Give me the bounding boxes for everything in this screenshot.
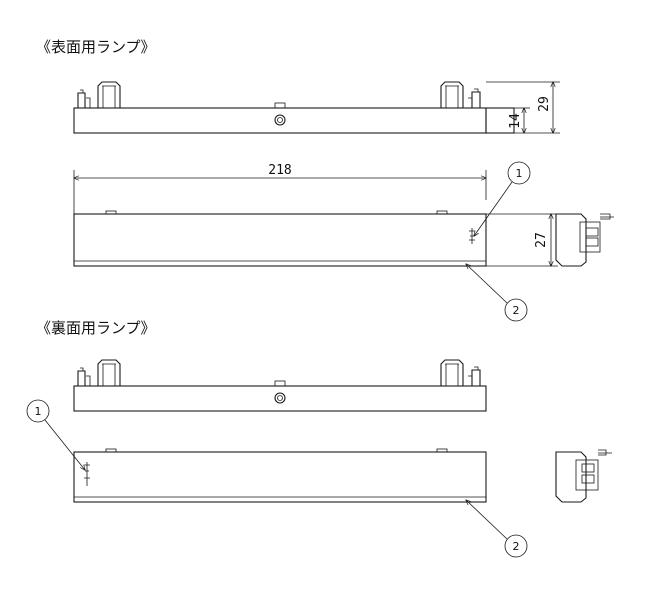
back-callout-1: 1 <box>26 399 85 470</box>
back-side-body <box>555 451 587 503</box>
back-section-title: 《裏面用ランプ》 <box>36 319 156 337</box>
front-right-clip <box>440 81 464 108</box>
svg-text:1: 1 <box>516 167 523 180</box>
front-top-view <box>73 81 515 134</box>
front-elevation-view <box>73 210 487 267</box>
back-right-connector <box>471 369 481 386</box>
front-callout-2: 2 <box>466 264 528 322</box>
front-left-clip <box>97 81 121 108</box>
front-screw <box>274 114 286 126</box>
back-top-body <box>73 385 487 412</box>
svg-text:2: 2 <box>513 304 520 317</box>
front-vertical-dimensions: 14 29 <box>486 82 560 133</box>
back-screw <box>274 392 286 404</box>
front-right-connector <box>471 91 481 108</box>
front-height-dimension: 27 <box>486 214 558 266</box>
front-callout-1: 1 <box>474 161 531 236</box>
front-side-view <box>555 213 614 267</box>
back-side-view <box>555 449 612 503</box>
back-elevation-body <box>73 451 487 503</box>
svg-text:1: 1 <box>35 405 42 418</box>
svg-text:2: 2 <box>513 540 520 553</box>
back-elevation-view <box>73 448 487 503</box>
back-left-clip <box>97 359 121 386</box>
front-left-connector <box>77 92 86 108</box>
back-led-symbol <box>84 462 90 486</box>
dim-27-label: 27 <box>534 232 549 248</box>
front-top-end-block <box>485 107 515 134</box>
back-callout-2: 2 <box>466 500 528 558</box>
front-elevation-body <box>73 213 487 267</box>
front-section-title: 《表面用ランプ》 <box>36 38 156 56</box>
back-right-clip <box>440 359 464 386</box>
back-top-view <box>73 359 487 412</box>
dim-14-label: 14 <box>508 113 523 129</box>
back-left-connector <box>77 370 86 386</box>
front-top-body <box>73 107 487 134</box>
dim-29-label: 29 <box>537 96 552 112</box>
front-led-symbol <box>469 228 475 244</box>
front-side-body <box>555 213 587 267</box>
dim-218-label: 218 <box>268 163 291 178</box>
